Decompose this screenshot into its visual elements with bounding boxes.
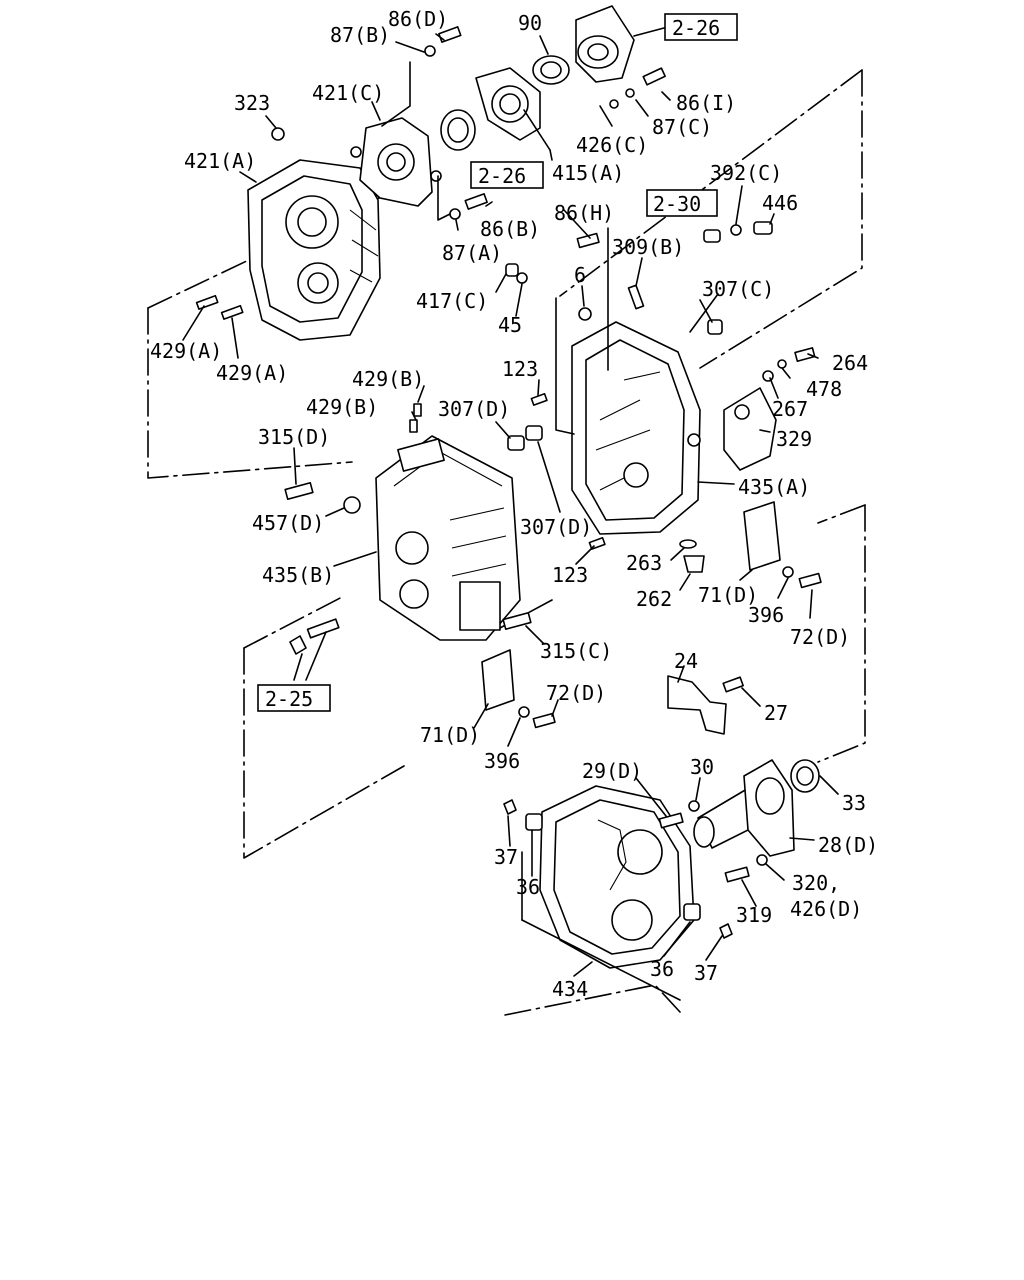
callout-37a: 37: [494, 845, 518, 869]
callout-307d-2: 307(D): [520, 515, 592, 539]
callout-417c: 417(C): [416, 289, 488, 313]
case-435b: [375, 435, 521, 641]
callout-71d-1: 71(D): [698, 583, 758, 607]
callout-36b: 36: [650, 957, 674, 981]
callout-45: 45: [498, 313, 522, 337]
callout-27: 27: [764, 701, 788, 725]
retainer-415a: [475, 67, 541, 141]
callout-434: 434: [552, 977, 588, 1001]
callout-307d-1: 307(D): [438, 397, 510, 421]
callout-72d-2: 72(D): [546, 681, 606, 705]
callout-72d-1: 72(D): [790, 625, 850, 649]
small-fasteners-bottom: [503, 799, 768, 939]
callout-392c: 392(C): [710, 161, 782, 185]
callout-415a: 415(A): [552, 161, 624, 185]
plate-71d-lower: [481, 649, 515, 711]
callout-86h: 86(H): [554, 201, 614, 225]
ref-label: 2-26: [478, 164, 526, 188]
callout-28d: 28(D): [818, 833, 878, 857]
ref-label: 2-25: [265, 687, 313, 711]
cover-329: [723, 387, 777, 471]
callout-421a: 421(A): [184, 149, 256, 173]
callout-396b: 396: [484, 749, 520, 773]
callout-87b: 87(B): [330, 23, 390, 47]
housing-421a: [247, 159, 381, 341]
callout-labels: 86(D) 87(B) 90 323 421(C) 86(I) 421(A) 4…: [150, 7, 878, 1001]
callout-329: 329: [776, 427, 812, 451]
callout-86b: 86(B): [480, 217, 540, 241]
callout-86d: 86(D): [388, 7, 448, 31]
pin-429a-1: [195, 294, 219, 310]
callout-6: 6: [574, 263, 586, 287]
callout-446: 446: [762, 191, 798, 215]
callout-33: 33: [842, 791, 866, 815]
callout-36a: 36: [516, 875, 540, 899]
callout-307c: 307(C): [702, 277, 774, 301]
ref-label: 2-30: [653, 192, 701, 216]
bearing-housing-421c: [350, 117, 442, 207]
callout-426d: 426(D): [790, 897, 862, 921]
small-fasteners-left: [284, 403, 606, 655]
callout-435b: 435(B): [262, 563, 334, 587]
callout-123b: 123: [552, 563, 588, 587]
callout-87c: 87(C): [652, 115, 712, 139]
callout-396a: 396: [748, 603, 784, 627]
ref-box-2-26-mid: 2-26: [470, 161, 544, 189]
ref-box-2-30: 2-30: [646, 189, 718, 217]
pin-429a-2: [220, 304, 244, 320]
callout-86i: 86(I): [676, 91, 736, 115]
callout-262: 262: [636, 587, 672, 611]
callout-429a-1: 429(A): [150, 339, 222, 363]
callout-123a: 123: [502, 357, 538, 381]
callout-320: 320,: [792, 871, 840, 895]
small-fasteners-right: [505, 221, 816, 406]
bracket-24: [667, 675, 727, 735]
flange-2-26: [575, 5, 635, 83]
callout-315d: 315(D): [258, 425, 330, 449]
callout-426c: 426(C): [576, 133, 648, 157]
callout-24: 24: [674, 649, 698, 673]
fitting-262-263: [679, 539, 822, 589]
ref-label: 2-26: [672, 16, 720, 40]
callout-315c: 315(C): [540, 639, 612, 663]
leader-lines: [182, 27, 839, 1001]
callout-429b-2: 429(B): [306, 395, 378, 419]
callout-309b: 309(B): [612, 235, 684, 259]
ref-box-2-26-top: 2-26: [664, 13, 738, 41]
case-435a: [571, 321, 701, 535]
ref-box-2-25: 2-25: [257, 684, 331, 712]
callout-478: 478: [806, 377, 842, 401]
callout-264: 264: [832, 351, 868, 375]
callout-457d: 457(D): [252, 511, 324, 535]
callout-29d: 29(D): [582, 759, 642, 783]
callout-87a: 87(A): [442, 241, 502, 265]
callout-267: 267: [772, 397, 808, 421]
callout-37b: 37: [694, 961, 718, 985]
callout-30: 30: [690, 755, 714, 779]
small-fasteners-top: [271, 26, 666, 220]
callout-263: 263: [626, 551, 662, 575]
callout-421c: 421(C): [312, 81, 384, 105]
callout-323: 323: [234, 91, 270, 115]
callout-429b-1: 429(B): [352, 367, 424, 391]
callout-435a: 435(A): [738, 475, 810, 499]
plate-71d-right: [743, 501, 781, 571]
callout-319: 319: [736, 903, 772, 927]
callout-429a-2: 429(A): [216, 361, 288, 385]
callout-71d-2: 71(D): [420, 723, 480, 747]
extension-28d: [693, 759, 820, 857]
callout-90: 90: [518, 11, 542, 35]
